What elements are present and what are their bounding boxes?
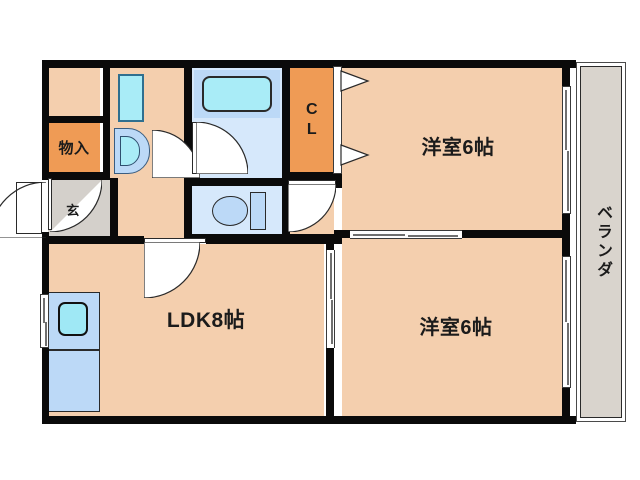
wall-bath-left-lower (184, 186, 192, 242)
wall-outer-right-upper (562, 60, 570, 86)
kitchen-window[interactable] (40, 294, 49, 348)
bedroom-bottom-label: 洋室6帖 (419, 316, 493, 339)
bathtub (202, 76, 272, 112)
entrance-door-swing (0, 182, 46, 238)
ldk-label: LDK8帖 (166, 309, 246, 332)
ldk-slide-panel-upper (330, 253, 332, 299)
veranda-window-bottom-panel-b (567, 323, 569, 385)
wall-bedroom-divider-right (462, 230, 570, 238)
veranda-label: ベランダ (594, 204, 611, 280)
wall-storage-right (103, 60, 110, 180)
kitchen-base-cabinet (48, 350, 100, 412)
veranda-window-top[interactable] (562, 86, 571, 214)
wall-ldk-top-right (206, 236, 342, 244)
kitchen-window-panel-b (45, 322, 47, 346)
storage-monoire: 物入 (48, 122, 100, 172)
bedroom-top-label: 洋室6帖 (421, 136, 495, 159)
closet-label-line-2: L (306, 121, 318, 138)
bath-door-swing (196, 122, 248, 174)
closet-door-arrow-bottom-icon (340, 144, 370, 166)
closet-door-arrow-top-icon (340, 70, 370, 92)
wall-closet-hall-right (334, 180, 342, 188)
washing-machine-space (118, 74, 144, 122)
veranda-area: ベランダ (580, 66, 622, 418)
washroom-door-swing (152, 130, 200, 178)
closet-doors[interactable] (333, 66, 342, 174)
storage-label: 物入 (58, 139, 90, 157)
wall-ldk-top-left (110, 236, 144, 244)
wall-bath-right-upper (282, 60, 290, 182)
wall-genkan-right (110, 178, 118, 240)
wall-storage-bottom (42, 172, 110, 180)
wall-outer-right-lower (562, 388, 570, 424)
entrance-door-leaf[interactable] (16, 182, 42, 234)
bedroom-top-floor: 洋室6帖 (342, 68, 562, 230)
veranda-window-top-panel-b (567, 151, 569, 211)
wall-bath-left-upper (184, 60, 192, 182)
closet-label: C L (290, 68, 334, 172)
kitchen-sink (58, 302, 88, 336)
bedroom-bottom-floor: 洋室6帖 (342, 238, 562, 416)
toilet-bowl (212, 196, 248, 226)
wall-closet-bottom (282, 172, 342, 180)
wall-ldk-bedroom-lower (326, 346, 334, 424)
wall-outer-left-genkan (42, 232, 49, 294)
ldk-bedroom-sliding-door[interactable] (326, 250, 335, 348)
bedroom-slide-panel-left (353, 234, 405, 236)
wall-genkan-bottom (42, 236, 124, 244)
closet-cl: C L (290, 68, 334, 172)
genkan-hall-door-swing (50, 180, 102, 232)
wall-outer-top (42, 60, 576, 68)
kitchen-window-panel-a (43, 298, 45, 323)
closet-label-line-1: C (305, 101, 319, 118)
genkan-label: 玄 (66, 202, 80, 218)
veranda-window-top-panel-a (565, 90, 567, 150)
ldk-hall-door-swing (144, 242, 200, 298)
wall-bedroom-divider-left (334, 230, 350, 238)
bedroom-slide-panel-right (408, 235, 458, 237)
storage-upper-cell (48, 68, 100, 116)
bedroom-sliding-door[interactable] (350, 230, 462, 239)
toilet-tank (250, 192, 266, 230)
wall-bath-right-lower (282, 182, 290, 242)
wall-outer-left-lower (42, 348, 49, 424)
veranda-outer-rail (576, 62, 626, 422)
wall-storage-divider (42, 116, 110, 123)
veranda-window-bottom-panel-a (565, 260, 567, 322)
wall-ldk-bedroom-upper (326, 236, 334, 252)
veranda-window-bottom[interactable] (562, 256, 571, 388)
ldk-slide-panel-lower (331, 300, 333, 344)
wall-bath-toilet-divider (184, 178, 290, 186)
bedroom-top-door-swing (288, 184, 336, 232)
wall-closet-right (334, 60, 342, 68)
genkan-hall-door-leaf[interactable] (48, 178, 52, 230)
wall-outer-bottom (42, 416, 576, 424)
